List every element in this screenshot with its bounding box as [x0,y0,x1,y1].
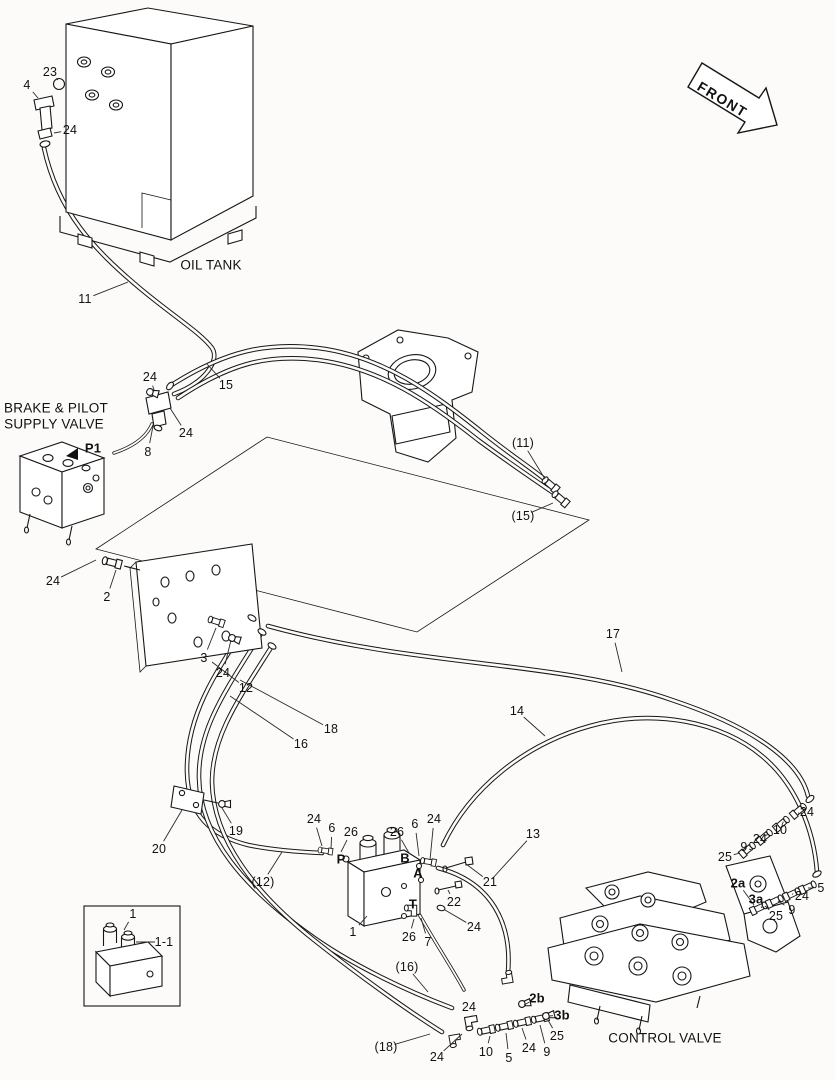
part-callout: 17 [605,626,621,641]
part-callout: 22 [446,894,462,909]
part-callout: 24 [45,573,61,588]
mounting-plane-outline [95,436,590,633]
part-callout: 6 [328,820,336,835]
part-callout: 24 [426,811,442,826]
part-callout: 2a [730,875,746,891]
part-callout: 6 [411,816,419,831]
part-callout: 24 [794,888,810,903]
part-callout: (16) [395,959,419,974]
part-callout: A [413,865,423,881]
p1-arrow [66,448,78,460]
brake-pilot-valve-drawing [18,441,106,546]
part-callout: 26 [389,824,405,839]
part-callout: 9 [740,839,748,854]
part-callout: 12 [238,680,254,695]
part-callout: 26 [401,929,417,944]
part-callout: 24 [461,999,477,1014]
right-fitting-cluster [737,794,822,916]
part-callout: 1 [129,906,137,921]
part-callout: 24 [752,831,768,846]
hose-end-fittings-11-15 [540,475,571,509]
part-callout: 4 [23,77,31,92]
part-callout: 13 [525,826,541,841]
part-callout: 9 [788,902,796,917]
part-callout: 25 [549,1028,565,1043]
part-callout: 24 [178,425,194,440]
tank-return-tube [417,912,466,992]
part-callout: 15 [218,377,234,392]
part-callout: 1 [349,924,357,939]
part-callout: (12) [251,874,275,889]
oil-tank-label: OIL TANK [180,257,242,273]
part-callout: 21 [482,874,498,889]
part-callout: 3 [200,650,208,665]
part-callout: 24 [799,804,815,819]
part-callout: 24 [306,811,322,826]
part-callout: 8 [144,444,152,459]
tee-fitting-drawing [145,381,175,432]
part-callout: 2 [103,589,111,604]
part-callout: 10 [772,822,788,837]
part-callout: 9 [543,1044,551,1059]
part-callout: 24 [521,1040,537,1055]
part-callout: 10 [478,1044,494,1059]
tank-elbow-fitting [33,77,66,148]
part-callout: 7 [424,934,432,949]
part-callout: (18) [374,1039,398,1054]
part-callout: B [400,850,410,866]
inset-reference-box [83,905,181,1007]
control-valve-drawing [547,855,801,1035]
leader-lines [32,78,812,1052]
part-callout: 24 [142,369,158,384]
part-callout: 24 [466,919,482,934]
part-callout: 5 [505,1050,513,1065]
brake-pilot-label-line2: SUPPLY VALVE [4,416,104,432]
part-callout: P [336,851,346,867]
part-callout: 24 [215,665,231,680]
part-callout: 20 [151,841,167,856]
part-callout: 5 [817,880,825,895]
part-callout: 1-1 [154,934,174,949]
part-callout: 25 [717,849,733,864]
part-callout: 24 [62,122,78,137]
solenoid-valve-drawing [317,826,474,927]
brake-pilot-label-line1: BRAKE & PILOT [4,400,108,416]
part-callout: 24 [429,1049,445,1064]
part-callout: 14 [509,703,525,718]
part-callout: 25 [768,908,784,923]
part-callout: 3b [554,1007,570,1023]
part-callout: T [408,896,418,912]
part-callout: 11 [78,291,92,306]
oil-tank-drawing [59,7,257,267]
control-valve-label: CONTROL VALVE [608,1030,722,1046]
part-callout: 26 [343,824,359,839]
part-callout: (15) [511,508,535,523]
part-callout: 2b [529,990,545,1006]
part-callout: 18 [323,721,339,736]
part-callout: 23 [42,64,58,79]
part-callout: (11) [511,435,535,450]
part-callout: 16 [293,736,309,751]
part-callout: 19 [228,823,244,838]
mounting-plate-drawing [100,543,277,673]
hose-clamp-drawing [170,785,232,815]
hose-17 [268,626,808,796]
part-callout: P1 [84,440,102,456]
front-arrow: FRONT [687,62,778,135]
part-callout: 3a [748,891,764,907]
